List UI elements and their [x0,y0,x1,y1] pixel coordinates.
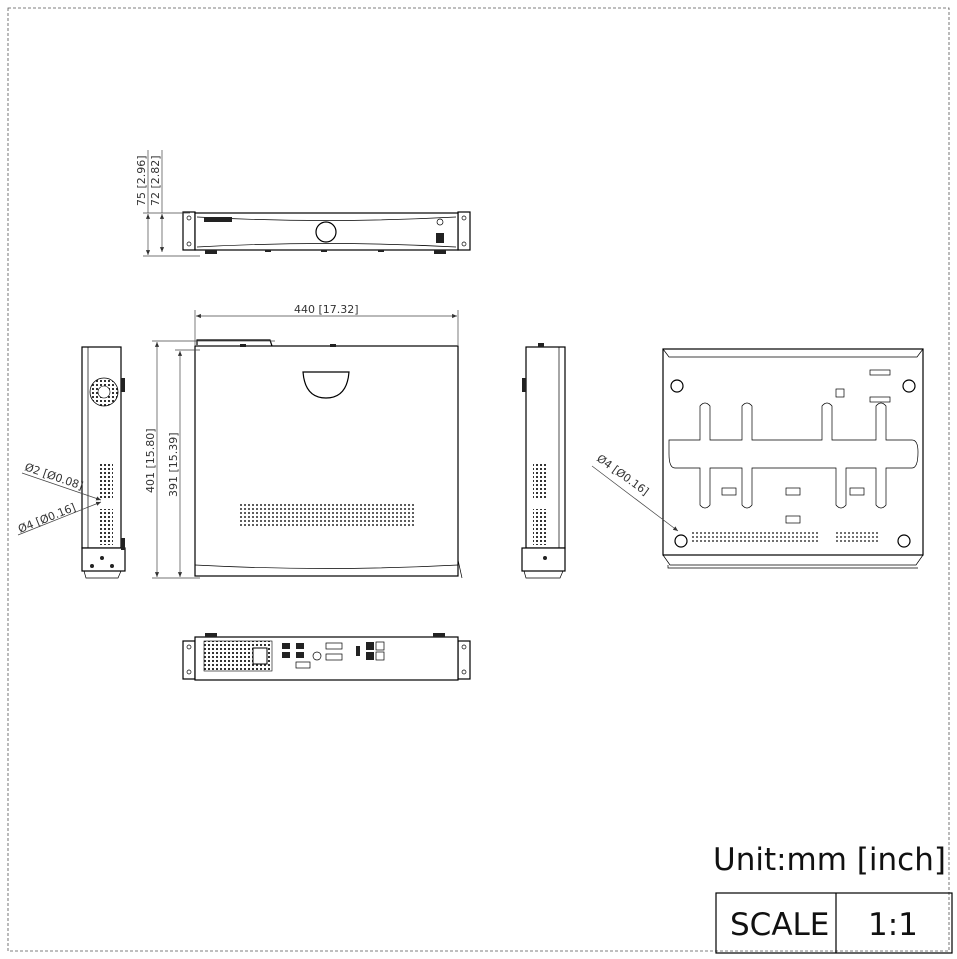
depth-body-label: 391 [15.39] [167,432,180,497]
power-inlet [252,647,268,665]
width-label: 440 [17.32] [294,303,359,316]
top-view-dimensions: 440 [17.32] 401 [15.80] 391 [15.39] [144,303,459,579]
vent-slots [238,504,414,526]
handle [302,371,350,399]
drawing-border [7,7,950,952]
scale-value: 1:1 [868,907,918,943]
height-body-label: 72 [2.82] [149,155,162,206]
right-side-view [521,343,566,579]
brand-logo [204,217,232,222]
height-total-label: 75 [2.96] [135,155,148,206]
left-side-view [81,346,126,579]
depth-total-label: 401 [15.80] [144,428,157,493]
front-height-dimensions: 75 [2.96] 72 [2.82] [135,150,200,257]
rear-view [182,633,471,681]
power-knob [315,221,337,243]
unit-label: Unit:mm [inch] [713,842,946,878]
scale-label: SCALE [730,907,829,943]
front-view [182,211,471,254]
bottom-view [662,348,924,569]
scale-table: SCALE 1:1 [715,892,953,954]
hole-large-label: Ø4 [Ø0.16] [16,501,77,536]
bottom-hole-label: Ø4 [Ø0.16] [594,452,651,498]
top-view [194,339,463,579]
bottom-ribs [668,402,919,509]
